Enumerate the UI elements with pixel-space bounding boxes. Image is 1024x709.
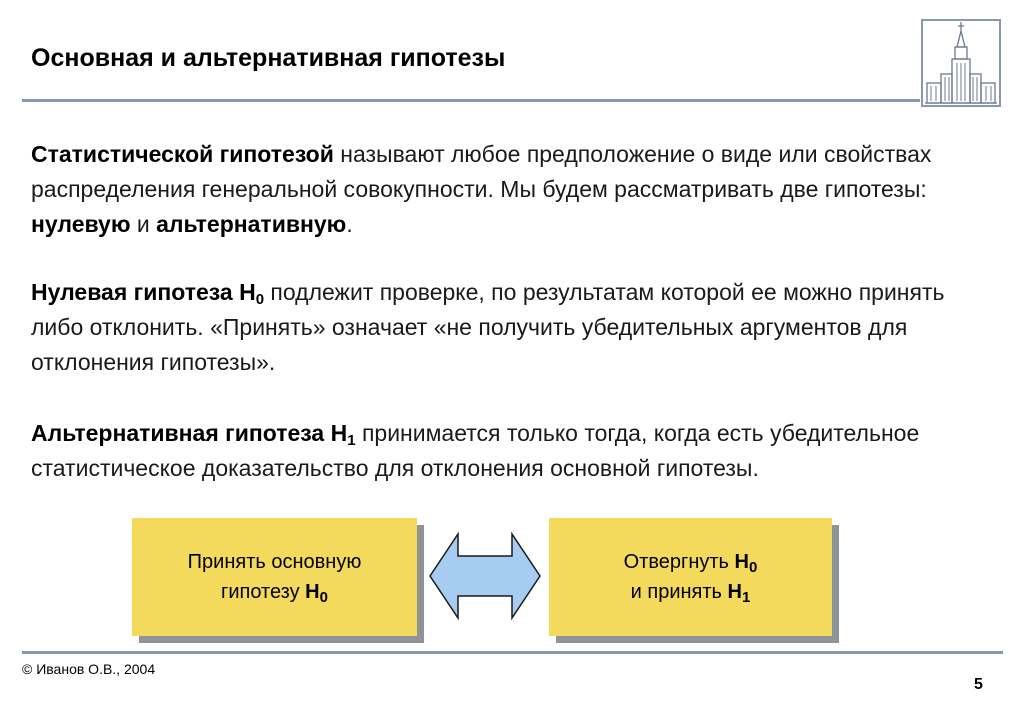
page-number: 5	[974, 676, 983, 693]
reject-null-line2: и принять H1	[631, 577, 751, 607]
term-null: нулевую	[31, 211, 131, 237]
title-divider	[22, 99, 920, 102]
subscript-1: 1	[347, 432, 356, 449]
double-arrow-icon	[429, 531, 541, 621]
paragraph-statistical-hypothesis: Статистической гипотезой называют любое …	[31, 137, 981, 242]
paragraph1-and: и	[130, 211, 157, 237]
reject-null-h1: H	[727, 581, 742, 603]
term-alternative-hypothesis: Альтернативная гипотеза H1	[31, 420, 356, 449]
accept-null-sub: 0	[319, 589, 328, 606]
accept-null-line2: гипотезу H0	[221, 577, 328, 607]
paragraph1-text: называют любое предположение о виде или …	[31, 141, 932, 202]
paragraph3-text: принимается только тогда, когда есть убе…	[31, 420, 920, 481]
paragraph-null-hypothesis: Нулевая гипотеза H0 подлежит проверке, п…	[31, 275, 981, 380]
footer-divider	[22, 651, 1003, 654]
msu-building-icon	[921, 19, 1001, 107]
term-statistical-hypothesis: Статистической гипотезой	[31, 141, 334, 167]
reject-null-line2-text: и принять	[630, 581, 728, 603]
subscript-0: 0	[255, 291, 265, 308]
accept-null-box: Принять основную гипотезу H0	[132, 518, 417, 636]
accept-null-h: H	[305, 581, 320, 603]
paragraph1-end: .	[346, 211, 353, 237]
copyright: © Иванов О.В., 2004	[22, 661, 156, 677]
reject-null-sub0: 0	[748, 559, 758, 576]
term-alternative-hypothesis-text: Альтернативная гипотеза H	[31, 420, 348, 446]
slide-title: Основная и альтернативная гипотезы	[31, 44, 506, 72]
paragraph-alternative-hypothesis: Альтернативная гипотеза H1 принимается т…	[31, 416, 981, 486]
accept-null-line1: Принять основную	[187, 551, 362, 573]
reject-null-line1-text: Отвергнуть	[623, 551, 735, 573]
term-null-hypothesis: Нулевая гипотеза H0	[31, 279, 265, 308]
reject-null-sub1: 1	[741, 589, 751, 606]
term-alternative: альтернативную	[156, 211, 347, 237]
reject-null-line1: Отвергнуть H0	[624, 547, 758, 577]
reject-null-box: Отвергнуть H0 и принять H1	[549, 518, 832, 636]
term-null-hypothesis-text: Нулевая гипотеза H	[31, 279, 256, 305]
paragraph2-text: подлежит проверке, по результатам которо…	[31, 279, 945, 375]
reject-null-h0: H	[734, 551, 749, 573]
accept-null-line2-text: гипотезу	[221, 581, 306, 603]
